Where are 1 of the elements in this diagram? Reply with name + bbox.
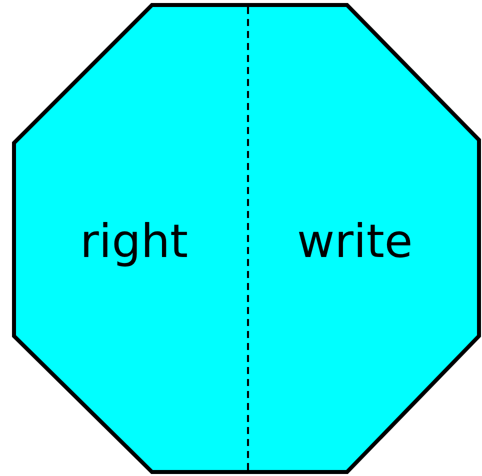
word-label: write xyxy=(297,218,413,264)
